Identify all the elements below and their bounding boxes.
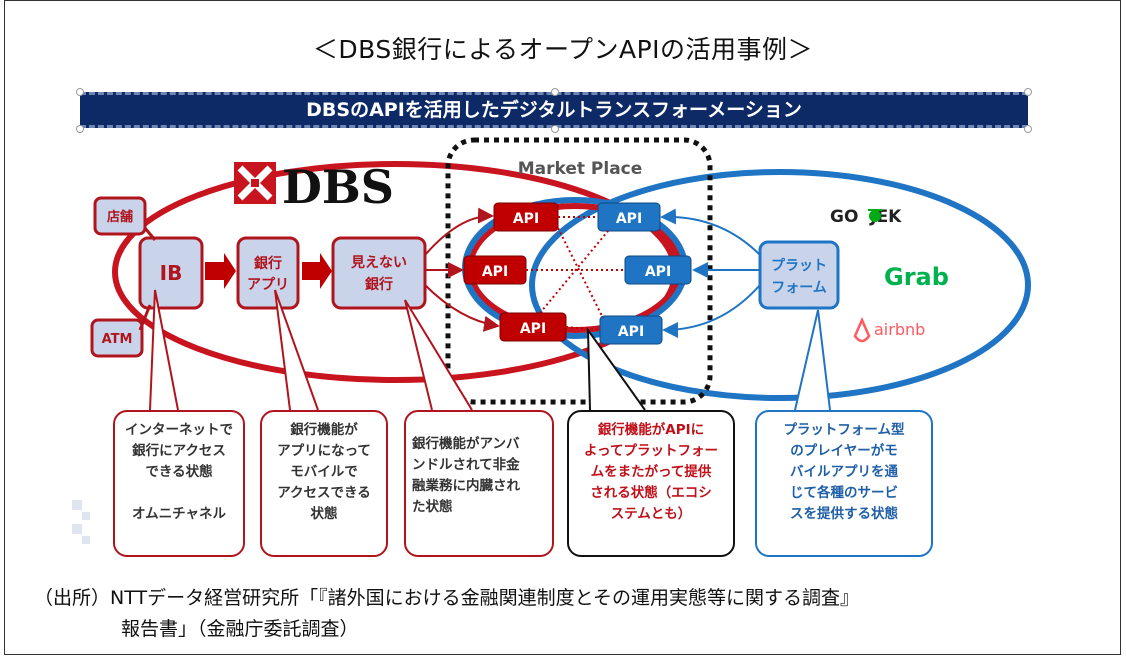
callout-line: バイルアプリを通 <box>790 464 898 480</box>
resize-handle[interactable] <box>76 125 84 133</box>
callout-line: 融業務に内臓され <box>412 478 520 494</box>
callout-line: できる状態 <box>145 464 213 480</box>
api-blue-3 <box>599 315 663 345</box>
dbs-logo-icon <box>234 162 276 204</box>
dbs-logo: DBS <box>282 160 394 214</box>
resize-handle[interactable] <box>551 88 559 96</box>
api-label: API <box>520 321 546 337</box>
banner: DBSのAPIを活用したデジタルトランスフォーメーション <box>80 92 1028 128</box>
store-node <box>93 196 147 236</box>
callout-unbundled: 銀行機能がアンバ ンドルされて非金 融業務に内臓され た状態 <box>404 410 554 557</box>
callout-line: た状態 <box>412 499 453 515</box>
gojek-logo: GO JEK <box>830 207 902 227</box>
gojek-icon <box>868 209 882 222</box>
callout-line: モバイルで <box>290 464 358 480</box>
callout-line: プラットフォーム型 <box>783 422 905 438</box>
invisible-bank-node <box>331 236 427 310</box>
market-place-box <box>445 137 713 405</box>
grab-logo: Grab <box>884 263 949 291</box>
callout-line: アクセスできる <box>277 485 371 501</box>
callout-pointer <box>149 289 179 411</box>
resize-handle[interactable] <box>76 88 84 96</box>
callout-line: される状態（エコシ <box>590 485 712 501</box>
platform-label-2: フォーム <box>771 280 827 296</box>
api-label: API <box>482 264 508 280</box>
market-place-label: Market Place <box>518 159 643 179</box>
resize-handle[interactable] <box>1024 88 1032 96</box>
api-label: API <box>616 211 642 227</box>
slide-frame <box>4 0 1121 655</box>
callout-line: 銀行機能がアンバ <box>412 436 520 452</box>
flow-arrow <box>205 253 236 289</box>
callout-line: のプレイヤーがモ <box>790 443 898 459</box>
atm-node <box>90 318 144 358</box>
platform-ellipse <box>529 169 1031 401</box>
flow-arrow <box>302 253 332 289</box>
callout-platform: プラットフォーム型 のプレイヤーがモ バイルアプリを通 じて各種のサービ スを提… <box>755 410 933 557</box>
callout-line: じて各種のサービ <box>790 485 898 501</box>
api-label: API <box>645 264 671 280</box>
api-blue-2 <box>624 255 692 285</box>
atm-label: ATM <box>102 332 133 347</box>
callout-line: 状態 <box>310 506 338 522</box>
callout-omnichannel: インターネットで 銀行にアクセス できる状態 オムニチャネル <box>113 410 245 557</box>
callout-line: 銀行にアクセス <box>132 443 226 459</box>
watermark-decoration <box>72 500 92 550</box>
api-label: API <box>513 211 539 227</box>
callout-line: スを提供する状態 <box>790 506 898 522</box>
api-blue-1 <box>597 202 661 232</box>
invisible-bank-label-1: 見えない <box>350 255 407 271</box>
callout-line: ステムとも） <box>610 506 692 522</box>
invisible-bank-label-2: 銀行 <box>365 276 393 293</box>
resize-handle[interactable] <box>1024 125 1032 133</box>
ib-label: IB <box>160 261 183 285</box>
callout-pointer <box>404 299 473 411</box>
bank-app-label-1: 銀行 <box>254 255 282 272</box>
store-label: 店舗 <box>107 209 133 225</box>
platform-label-1: プラット <box>771 258 827 274</box>
airbnb-logo: airbnb <box>874 320 925 339</box>
callout-line: アプリになって <box>277 443 371 459</box>
callout-line: よってプラットフォー <box>584 443 718 459</box>
callout-ecosystem: 銀行機能がAPIに よってプラットフォー ムをまたがって提供 される状態（エコシ… <box>567 410 735 557</box>
callout-line: ムをまたがって提供 <box>590 464 712 480</box>
source-line-1: （出所）NTTデータ経営研究所「『諸外国における金融関連制度とその運用実態等に関… <box>34 587 860 609</box>
source-line-2: 報告書」（金融庁委託調査） <box>121 618 359 640</box>
page-title: ＜DBS銀行によるオープンAPIの活用事例＞ <box>312 35 814 64</box>
bank-app-node <box>236 236 300 310</box>
callout-line: インターネットで <box>125 422 233 438</box>
callout-pointer <box>586 326 646 411</box>
callout-line: 銀行機能がAPIに <box>597 422 705 438</box>
source-citation: （出所）NTTデータ経営研究所「『諸外国における金融関連制度とその運用実態等に関… <box>34 583 859 645</box>
platform-node <box>758 240 840 310</box>
resize-handle[interactable] <box>551 125 559 133</box>
bank-app-label-2: アプリ <box>247 277 289 293</box>
callout-line: オムニチャネル <box>132 506 226 522</box>
airbnb-icon <box>853 316 871 343</box>
callout-mobile-app: 銀行機能が アプリになって モバイルで アクセスできる 状態 <box>260 410 388 557</box>
callout-line <box>121 483 237 504</box>
callout-pointer <box>274 289 319 411</box>
callout-line: 銀行機能が <box>290 422 358 438</box>
callout-line: ンドルされて非金 <box>412 457 520 473</box>
callout-pointer <box>794 309 831 411</box>
api-label: API <box>618 324 644 340</box>
